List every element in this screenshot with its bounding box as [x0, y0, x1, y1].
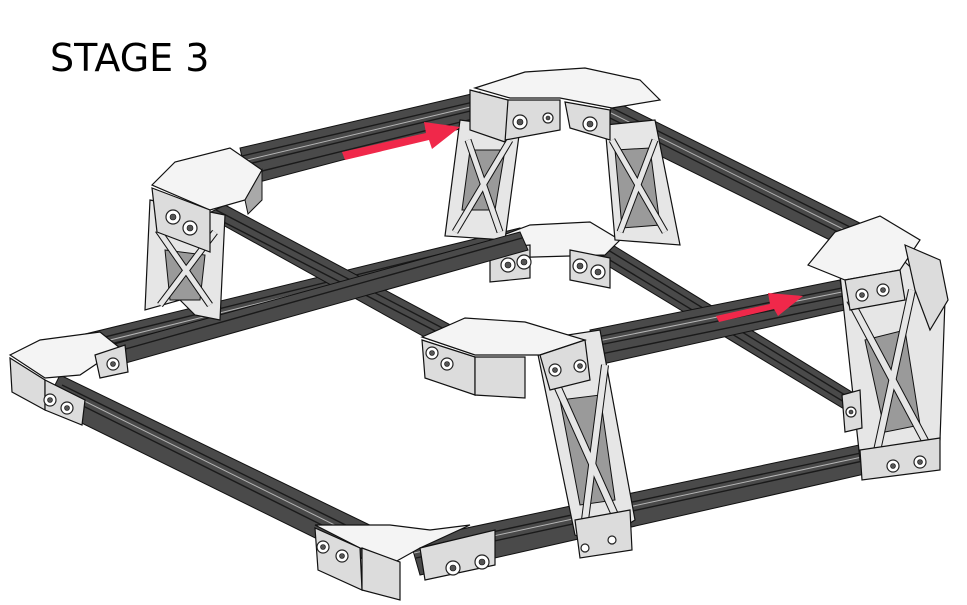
- top-back-bracket: [469, 67, 662, 143]
- direction-arrow-right-rail: [716, 293, 803, 322]
- front-middle-bracket: [420, 317, 591, 399]
- direction-arrow-back-rail: [342, 122, 460, 160]
- stage-title: STAGE 3: [50, 36, 210, 80]
- right-leg: [839, 261, 946, 481]
- back-right-leg: [604, 119, 681, 246]
- right-bracket: [807, 215, 949, 332]
- top-back-left-rail: [239, 91, 487, 186]
- bottom-left-bracket: [8, 331, 129, 426]
- back-left-leg: [444, 119, 521, 241]
- top-left-bracket: [150, 147, 263, 253]
- top-right-rail: [589, 279, 846, 366]
- bottom-front-bracket: [314, 524, 496, 601]
